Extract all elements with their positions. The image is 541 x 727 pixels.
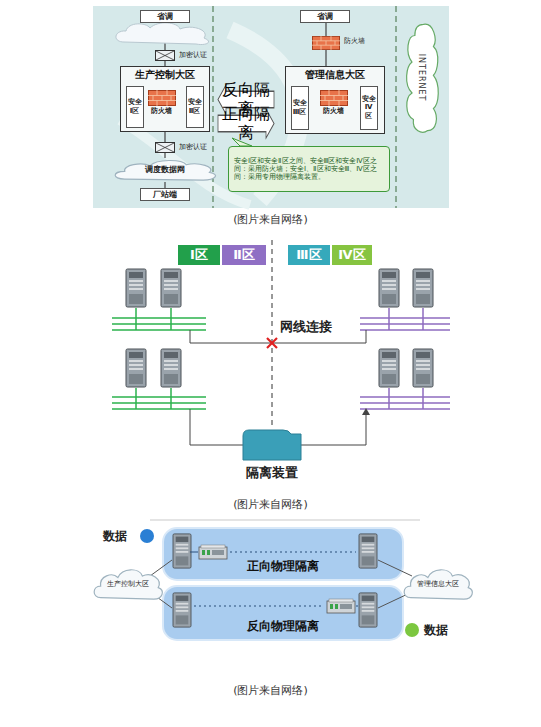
node-label: 安全Ⅰ区和安全Ⅱ区之间、安全Ⅲ区和安全Ⅳ区之间：采用防火墙；安全Ⅰ、Ⅱ区和安全Ⅲ… — [234, 157, 384, 181]
node-label: 调度数据网 — [145, 165, 185, 174]
network-cloud: 调度数据网 — [112, 158, 218, 182]
node-label: 省调 — [157, 12, 173, 21]
dispatch-box: 省调 — [300, 10, 350, 23]
node-label: 生产控制大区 — [107, 580, 149, 588]
security-area-box: 安全Ⅱ区 — [186, 86, 204, 128]
node-label: 防火墙 — [344, 37, 365, 45]
station-box: 厂站端 — [140, 188, 190, 201]
annotation-text: 网线连接 — [280, 318, 332, 336]
node-outline — [243, 430, 301, 460]
security-area-box: 安全Ⅰ区 — [126, 86, 144, 128]
node-label: 加密认证 — [179, 51, 207, 59]
caption-text: (图片来自网络) — [0, 683, 541, 698]
node-label: 反向物理隔离 — [247, 620, 319, 634]
node-outline — [155, 50, 175, 61]
node-label: 安全Ⅲ区 — [293, 99, 307, 115]
security-area-box: 安全Ⅲ区 — [291, 86, 309, 130]
node-label: Ⅰ区 — [190, 248, 208, 263]
firewall-icon: 防火墙 — [148, 90, 176, 120]
encryption-icon: 加密认证 — [155, 142, 175, 153]
node-label: 管理信息大区 — [417, 580, 459, 588]
zone-tag: Ⅲ区 — [288, 245, 330, 265]
node-label: 安全Ⅳ区 — [362, 95, 376, 119]
node-label: Ⅲ区 — [296, 248, 321, 263]
node-label: 厂站端 — [153, 190, 177, 199]
isolation-band: 反向物理隔离 — [163, 586, 403, 640]
node-label: 管理信息大区 — [305, 69, 365, 81]
network-illustration — [112, 240, 450, 445]
firewall-icon: 防火墙 — [320, 90, 348, 120]
internet-cloud: INTERNET — [402, 20, 442, 135]
note-callout: 安全Ⅰ区和安全Ⅱ区之间、安全Ⅲ区和安全Ⅳ区之间：采用防火墙；安全Ⅰ、Ⅱ区和安全Ⅲ… — [228, 146, 390, 192]
isolation-band: 正向物理隔离 — [163, 528, 403, 580]
node-label: 正向物理隔离 — [247, 560, 319, 574]
node-outline — [155, 142, 175, 153]
node-label: 生产控制大区 — [135, 69, 195, 81]
isolation-device: 隔离装置 — [243, 430, 301, 460]
node-label: 防火墙 — [323, 107, 344, 115]
connector — [326, 23, 327, 36]
caption-text: (图片来自网络) — [0, 497, 541, 512]
annotation-text: 数据 — [103, 528, 127, 545]
caption-text: (图片来自网络) — [0, 212, 541, 227]
node-label: Ⅳ区 — [338, 248, 365, 263]
node-label: 加密认证 — [179, 143, 207, 151]
node-label: 防火墙 — [151, 107, 172, 115]
zone-cloud: 管理信息大区 — [402, 566, 474, 602]
security-area-box: 安全Ⅳ区 — [360, 86, 378, 130]
annotation-text: 数据 — [424, 622, 448, 639]
isolation-illustration — [140, 520, 420, 640]
node-label: INTERNET — [417, 54, 426, 102]
connector — [165, 153, 166, 158]
firewall-icon: 防火墙 — [312, 36, 340, 50]
node-label: 省调 — [317, 12, 333, 21]
node-outline — [320, 90, 348, 106]
node-label: 正向隔离 — [218, 105, 274, 142]
encryption-icon: 加密认证 — [155, 50, 175, 61]
zone-tag: Ⅱ区 — [222, 245, 266, 265]
zone-cloud: 生产控制大区 — [92, 566, 164, 602]
zone-tag: Ⅳ区 — [332, 245, 372, 265]
connector — [165, 132, 166, 142]
connector — [326, 50, 327, 66]
zone-tag: Ⅰ区 — [178, 245, 220, 265]
node-outline — [148, 90, 176, 106]
node-label: 隔离装置 — [233, 466, 311, 481]
isolation-arrow: 正向隔离 — [218, 109, 274, 138]
node-label: 安全Ⅰ区 — [128, 98, 142, 114]
node-label: 安全Ⅱ区 — [188, 98, 202, 114]
node-outline — [312, 36, 340, 50]
node-label: Ⅱ区 — [233, 248, 255, 263]
panel-background — [93, 6, 449, 208]
zone-box: 生产控制大区安全Ⅰ区防火墙 安全Ⅱ区 — [120, 66, 210, 132]
dispatch-box: 省调 — [140, 10, 190, 23]
zone-box: 管理信息大区安全Ⅲ区防火墙 安全Ⅳ区 — [285, 66, 385, 134]
